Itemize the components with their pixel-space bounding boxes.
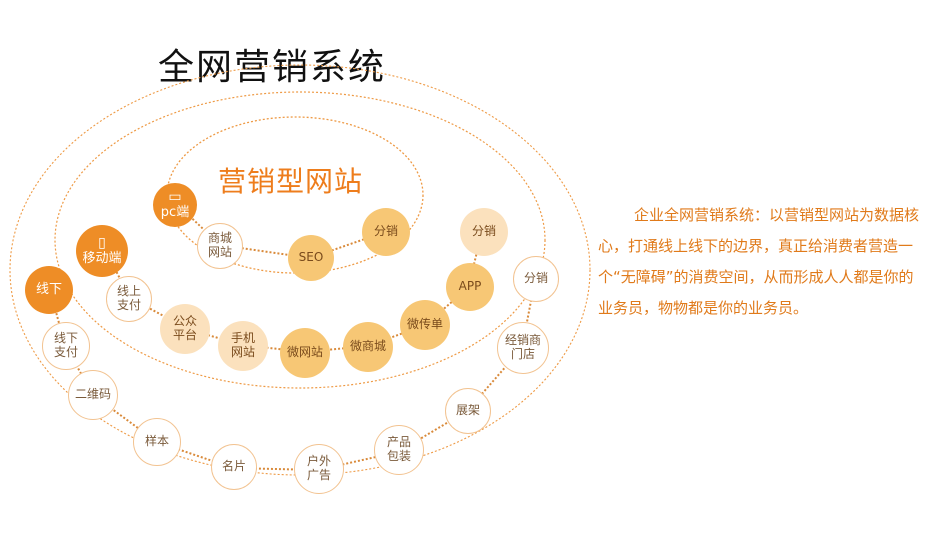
pc-node: ▭ pc端 [153, 183, 197, 227]
node-online-pay: 线上 支付 [106, 276, 152, 322]
node-sample: 样本 [133, 418, 181, 466]
node-gongzhong: 公众 平台 [160, 304, 210, 354]
description-text: 企业全网营销系统：以营销型网站为数据核心，打通线上线下的边界，真正给消费者营造一… [598, 206, 920, 317]
offline-label: 线下 [35, 281, 62, 297]
offline-node: 线下 [25, 266, 73, 314]
node-qrcode: 二维码 [68, 370, 118, 420]
outer-ring [9, 64, 591, 476]
monitor-icon: ▭ [168, 188, 182, 205]
description: 企业全网营销系统：以营销型网站为数据核心，打通线上线下的边界，真正给消费者营造一… [598, 200, 928, 324]
pc-label: pc端 [160, 204, 190, 220]
node-offline-pay: 线下 支付 [42, 322, 90, 370]
node-outer-fenxiao: 分销 [513, 256, 559, 302]
node-middle-fenxiao: 分销 [460, 208, 508, 256]
node-card: 名片 [211, 444, 257, 490]
mobile-node: ▯ 移动端 [76, 225, 128, 277]
node-app: APP [446, 263, 494, 311]
phone-icon: ▯ [98, 234, 106, 251]
outer-chain [49, 279, 536, 472]
mobile-label: 移动端 [82, 250, 122, 266]
node-package: 产品 包装 [374, 425, 424, 475]
middle-ring [54, 91, 546, 389]
subtitle: 营销型网站 [218, 165, 364, 198]
node-shelf: 展架 [445, 388, 491, 434]
node-wechat-mall: 微商城 [343, 322, 393, 372]
node-seo: SEO [288, 235, 334, 281]
node-inner-fenxiao: 分销 [362, 208, 410, 256]
node-store: 经销商 门店 [497, 322, 549, 374]
inner-chain [177, 204, 386, 260]
node-weichuandan: 微传单 [400, 300, 450, 350]
node-wechat-site: 微网站 [280, 328, 330, 378]
node-outdoor-ad: 户外 广告 [294, 444, 344, 494]
node-mobile-site: 手机 网站 [218, 321, 268, 371]
node-shop-site: 商城 网站 [197, 223, 243, 269]
